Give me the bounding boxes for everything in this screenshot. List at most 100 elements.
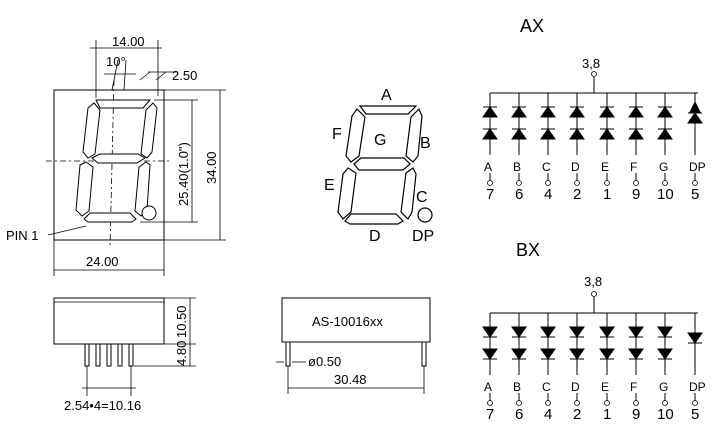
pin-number: 7 — [486, 186, 494, 203]
ax_circuit-column-f: F9 — [628, 93, 644, 203]
ax_circuit-column-g: G 10 — [657, 93, 674, 203]
pin-number: 9 — [632, 406, 640, 423]
diode-icon — [482, 128, 498, 140]
ax_circuit-column-b: B6 — [511, 93, 527, 203]
arrow-up-icon — [689, 101, 701, 113]
pin-number: 4 — [544, 406, 552, 423]
pin1-label: PIN 1 — [6, 228, 39, 243]
bx_circuit-column-c: C4 — [540, 313, 556, 423]
ax_circuit-column-d: D2 — [569, 93, 585, 203]
bottom-view: AS-10016xx ø0.50 30.48 — [276, 297, 431, 394]
segment-c — [400, 167, 417, 220]
dim-body-height: 10.50 — [174, 305, 189, 338]
diode-icon — [569, 106, 585, 118]
dim-row-spacing: 30.48 — [334, 372, 367, 387]
bx_circuit-column-f: F9 — [628, 313, 644, 423]
ax-title: AX — [520, 16, 544, 36]
segment-label: G — [659, 380, 668, 394]
dim-pin-length: 4.80 — [174, 341, 189, 366]
segment-label: DP — [689, 380, 706, 394]
segment-b — [405, 107, 423, 163]
diode-icon — [687, 332, 703, 344]
segment-label: D — [571, 160, 580, 174]
pin-number: 6 — [515, 406, 523, 423]
pin-number: 7 — [486, 406, 494, 423]
segment-label: A — [484, 380, 492, 394]
bx-common-pin: 3,8 — [584, 274, 602, 289]
diode-icon — [657, 128, 673, 140]
ax_circuit-column-c: C4 — [540, 93, 556, 203]
ax_circuit-column-dp: DP 5 — [687, 93, 706, 203]
segment-a — [358, 105, 418, 115]
dim-slant-angle: 10° — [106, 54, 126, 69]
part-number: AS-10016xx — [312, 314, 383, 329]
package-outline — [53, 89, 165, 241]
pin-number: 1 — [603, 406, 611, 423]
diode-icon — [628, 106, 644, 118]
segment-dp — [417, 207, 433, 223]
segment-d — [344, 213, 404, 225]
segment-label: B — [513, 380, 521, 394]
pin-number: 10 — [657, 186, 674, 203]
label-g: G — [374, 132, 386, 149]
diode-icon — [599, 106, 615, 118]
diode-icon — [569, 348, 585, 360]
diode-icon — [657, 106, 673, 118]
diode-icon — [628, 326, 644, 338]
bx_circuit-column-b: B6 — [511, 313, 527, 423]
side-pins — [84, 343, 134, 367]
diode-icon — [482, 348, 498, 360]
segment-diagram: A B C D E F G DP — [324, 87, 434, 245]
segment-e — [337, 167, 357, 220]
dim-width-bottom: 24.00 — [86, 254, 119, 269]
bx_circuit-column-d: D2 — [569, 313, 585, 423]
segment-label: C — [542, 380, 551, 394]
ax_circuit-column-e: E1 — [599, 93, 615, 203]
pin-number: 5 — [691, 186, 699, 203]
label-d: D — [369, 228, 381, 245]
segment-label: A — [484, 160, 492, 174]
diode-icon — [599, 348, 615, 360]
segment-label: D — [571, 380, 580, 394]
dim-width-top: 14.00 — [112, 34, 145, 49]
segment-label: G — [659, 160, 668, 174]
diode-icon — [540, 106, 556, 118]
dim-total-height: 34.00 — [204, 151, 219, 184]
diode-icon — [511, 106, 527, 118]
bx_circuit-column-g: G10 — [657, 313, 674, 423]
label-b: B — [420, 135, 431, 152]
side-view: 10.50 4.80 2.54•4=10.16 — [53, 297, 196, 413]
segment-label: DP — [689, 160, 706, 174]
diode-icon — [511, 128, 527, 140]
diode-icon — [657, 348, 673, 360]
diode-icon — [540, 128, 556, 140]
dim-pin-diameter: ø0.50 — [308, 354, 341, 369]
dim-offset: 2.50 — [172, 68, 197, 83]
segment-label: F — [630, 160, 637, 174]
diode-icon — [511, 326, 527, 338]
front-view: 14.00 10° 2.50 25.40(1.0") 34.00 24.00 P… — [6, 34, 226, 276]
diode-icon — [657, 326, 673, 338]
diode-icon — [482, 326, 498, 338]
label-c: C — [416, 189, 428, 206]
diode-icon — [599, 128, 615, 140]
diode-icon — [511, 348, 527, 360]
dim-pin-pitch: 2.54•4=10.16 — [64, 398, 141, 413]
diode-icon — [628, 128, 644, 140]
bx-title: BX — [516, 240, 540, 260]
segment-f — [345, 108, 366, 163]
ax-common-pin: 3,8 — [582, 56, 600, 71]
pin-number: 6 — [515, 186, 523, 203]
label-a: A — [381, 87, 392, 104]
diode-icon — [687, 112, 703, 124]
label-e: E — [324, 177, 335, 194]
bx_circuit-column-dp: DP 5 — [687, 313, 706, 423]
diode-icon — [569, 128, 585, 140]
pin-number: 5 — [691, 406, 699, 423]
pin-number: 2 — [573, 186, 581, 203]
diode-icon — [482, 106, 498, 118]
